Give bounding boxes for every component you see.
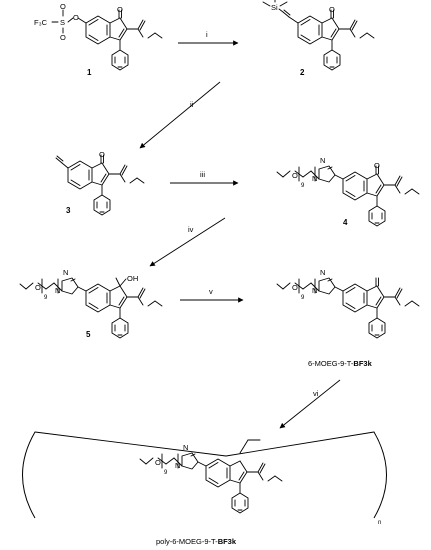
- ketone-o-3: O: [99, 150, 105, 159]
- sulfur-text: S: [60, 18, 65, 27]
- step-v-label: v: [209, 287, 213, 296]
- compound-6-name: 6-MOEG-9-T-BF3k: [308, 359, 373, 368]
- step-vi-label: vi: [313, 389, 319, 398]
- step-iv-label: iv: [188, 225, 194, 234]
- sulfonyl-o-bottom: O: [60, 33, 66, 42]
- polymer-name: poly-6-MOEG-9-T-BF3k: [156, 537, 237, 546]
- compound-5-label: 5: [86, 330, 91, 339]
- arrow-step-iv: [149, 217, 226, 267]
- cf3-text: F₃C: [34, 18, 48, 27]
- peg-n-5: 9: [44, 295, 48, 301]
- left-paren: [22, 431, 36, 519]
- compound-1-label: 1: [87, 68, 92, 77]
- polymer: N N O 9 n poly-6-MOEG-9-T-BF3k: [22, 431, 387, 546]
- peg-o-p: O: [155, 458, 161, 467]
- ketone-o-2: O: [329, 5, 335, 14]
- peg-n-p: 9: [164, 470, 168, 476]
- silicon-text: Si: [271, 3, 278, 12]
- peg-n-4: 9: [301, 183, 305, 189]
- triazole-n-6a: N: [320, 268, 325, 277]
- triflate-o-text: O: [73, 13, 79, 22]
- compound-5: OH N N O 9 5: [19, 268, 163, 339]
- arrow-step-ii: [139, 81, 221, 149]
- peg-n-6: 9: [301, 295, 305, 301]
- peg-o-4: O: [292, 171, 298, 180]
- right-paren: [373, 431, 387, 519]
- triazole-n-pa: N: [183, 443, 188, 452]
- compound-3: O 3: [55, 150, 145, 216]
- compound-1: O S O O F₃C O 1: [34, 2, 163, 77]
- ketone-o-1: O: [117, 5, 123, 14]
- triazole-n-4b: N: [312, 174, 317, 183]
- compound-6: N N O 9 6-MOEG-9-T-BF3k: [276, 268, 420, 368]
- compound-4-label: 4: [343, 218, 348, 227]
- triazole-n-6b: N: [312, 286, 317, 295]
- peg-o-5: O: [35, 283, 41, 292]
- step-iii-label: iii: [200, 170, 205, 179]
- ketone-o-4: O: [374, 161, 380, 170]
- step-ii-label: ii: [190, 100, 194, 109]
- compound-2: O Si 2: [262, 0, 375, 77]
- compound-4: O N N O 9 4: [276, 156, 420, 227]
- arrow-step-vi: [279, 379, 341, 429]
- triazole-n-5b: N: [55, 286, 60, 295]
- repeat-n: n: [378, 520, 381, 526]
- peg-o-6: O: [292, 283, 298, 292]
- compound-2-label: 2: [300, 68, 305, 77]
- triazole-n-pb: N: [175, 461, 180, 470]
- triazole-n-5a: N: [63, 268, 68, 277]
- hydroxyl-text: OH: [127, 274, 138, 283]
- compound-3-label: 3: [66, 206, 71, 215]
- step-i-label: i: [206, 30, 208, 39]
- triazole-n-4a: N: [320, 156, 325, 165]
- sulfonyl-o-top: O: [60, 2, 66, 11]
